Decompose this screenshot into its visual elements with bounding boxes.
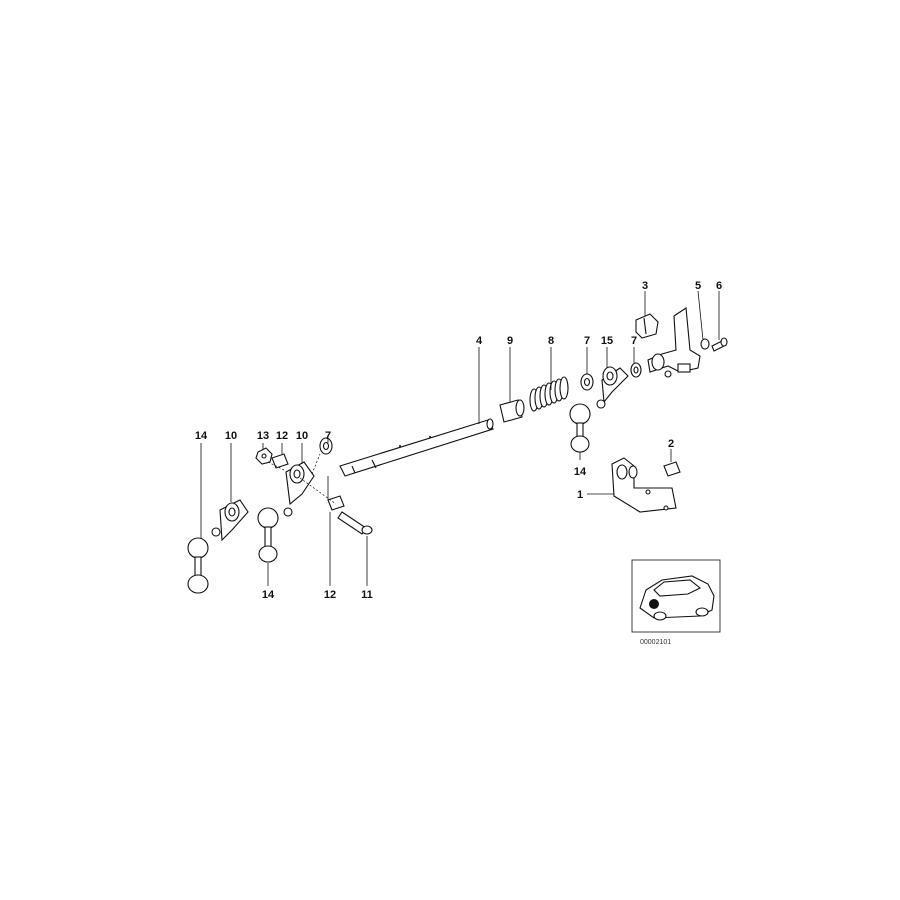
leader-lines [200,290,720,586]
clip-holder [635,313,659,339]
callout-1: 1 [577,489,583,501]
washer-right [580,373,594,391]
location-marker-icon [649,599,659,609]
callout-9: 9 [507,335,513,347]
clamp-bottom [327,495,345,511]
selector-bracket [647,307,701,378]
callout-3: 3 [642,280,648,292]
bolt [337,511,373,535]
compression-spring [529,376,569,412]
alignment-lines [267,453,337,505]
mounting-bracket [611,457,677,513]
callout-12-bottom: 12 [324,589,336,601]
callout-13: 13 [257,430,269,442]
callout-5: 5 [695,280,701,292]
washer-left [319,437,333,455]
screw [711,337,728,352]
shift-rod [339,418,494,477]
callout-10-center: 10 [296,430,308,442]
callout-14-center: 14 [574,466,587,478]
ball-handle-center [569,403,591,453]
reference-code: 00002101 [640,639,671,646]
lever-far-left [211,499,249,542]
reference-thumbnail: 00002101 [631,559,721,646]
callout-6: 6 [716,280,722,292]
bush [499,399,525,423]
washer-far-right [630,362,642,378]
shift-lever [596,366,629,409]
callout-11: 11 [361,589,373,601]
small-washer [700,338,710,350]
lever-center-left [283,461,315,517]
callout-labels: 4 9 8 7 15 7 3 5 6 2 1 14 14 10 13 12 10… [195,280,722,601]
clamp-top [271,453,289,469]
callout-2: 2 [668,438,674,450]
callout-15: 15 [601,335,613,347]
cap-nut [663,461,681,477]
ball-handle-middle [257,507,279,563]
callout-7-left: 7 [325,430,331,442]
hex-nut [255,447,273,465]
callout-12-top: 12 [276,430,288,442]
callout-7-right: 7 [584,335,590,347]
callout-10-left: 10 [225,430,237,442]
car-outline [639,575,715,621]
callout-14-left: 14 [195,430,208,442]
callout-8: 8 [548,335,554,347]
callout-7-far-right: 7 [631,335,637,347]
callout-4: 4 [476,335,483,347]
callout-14-bottom: 14 [262,589,275,601]
ball-handle-left [187,537,209,594]
